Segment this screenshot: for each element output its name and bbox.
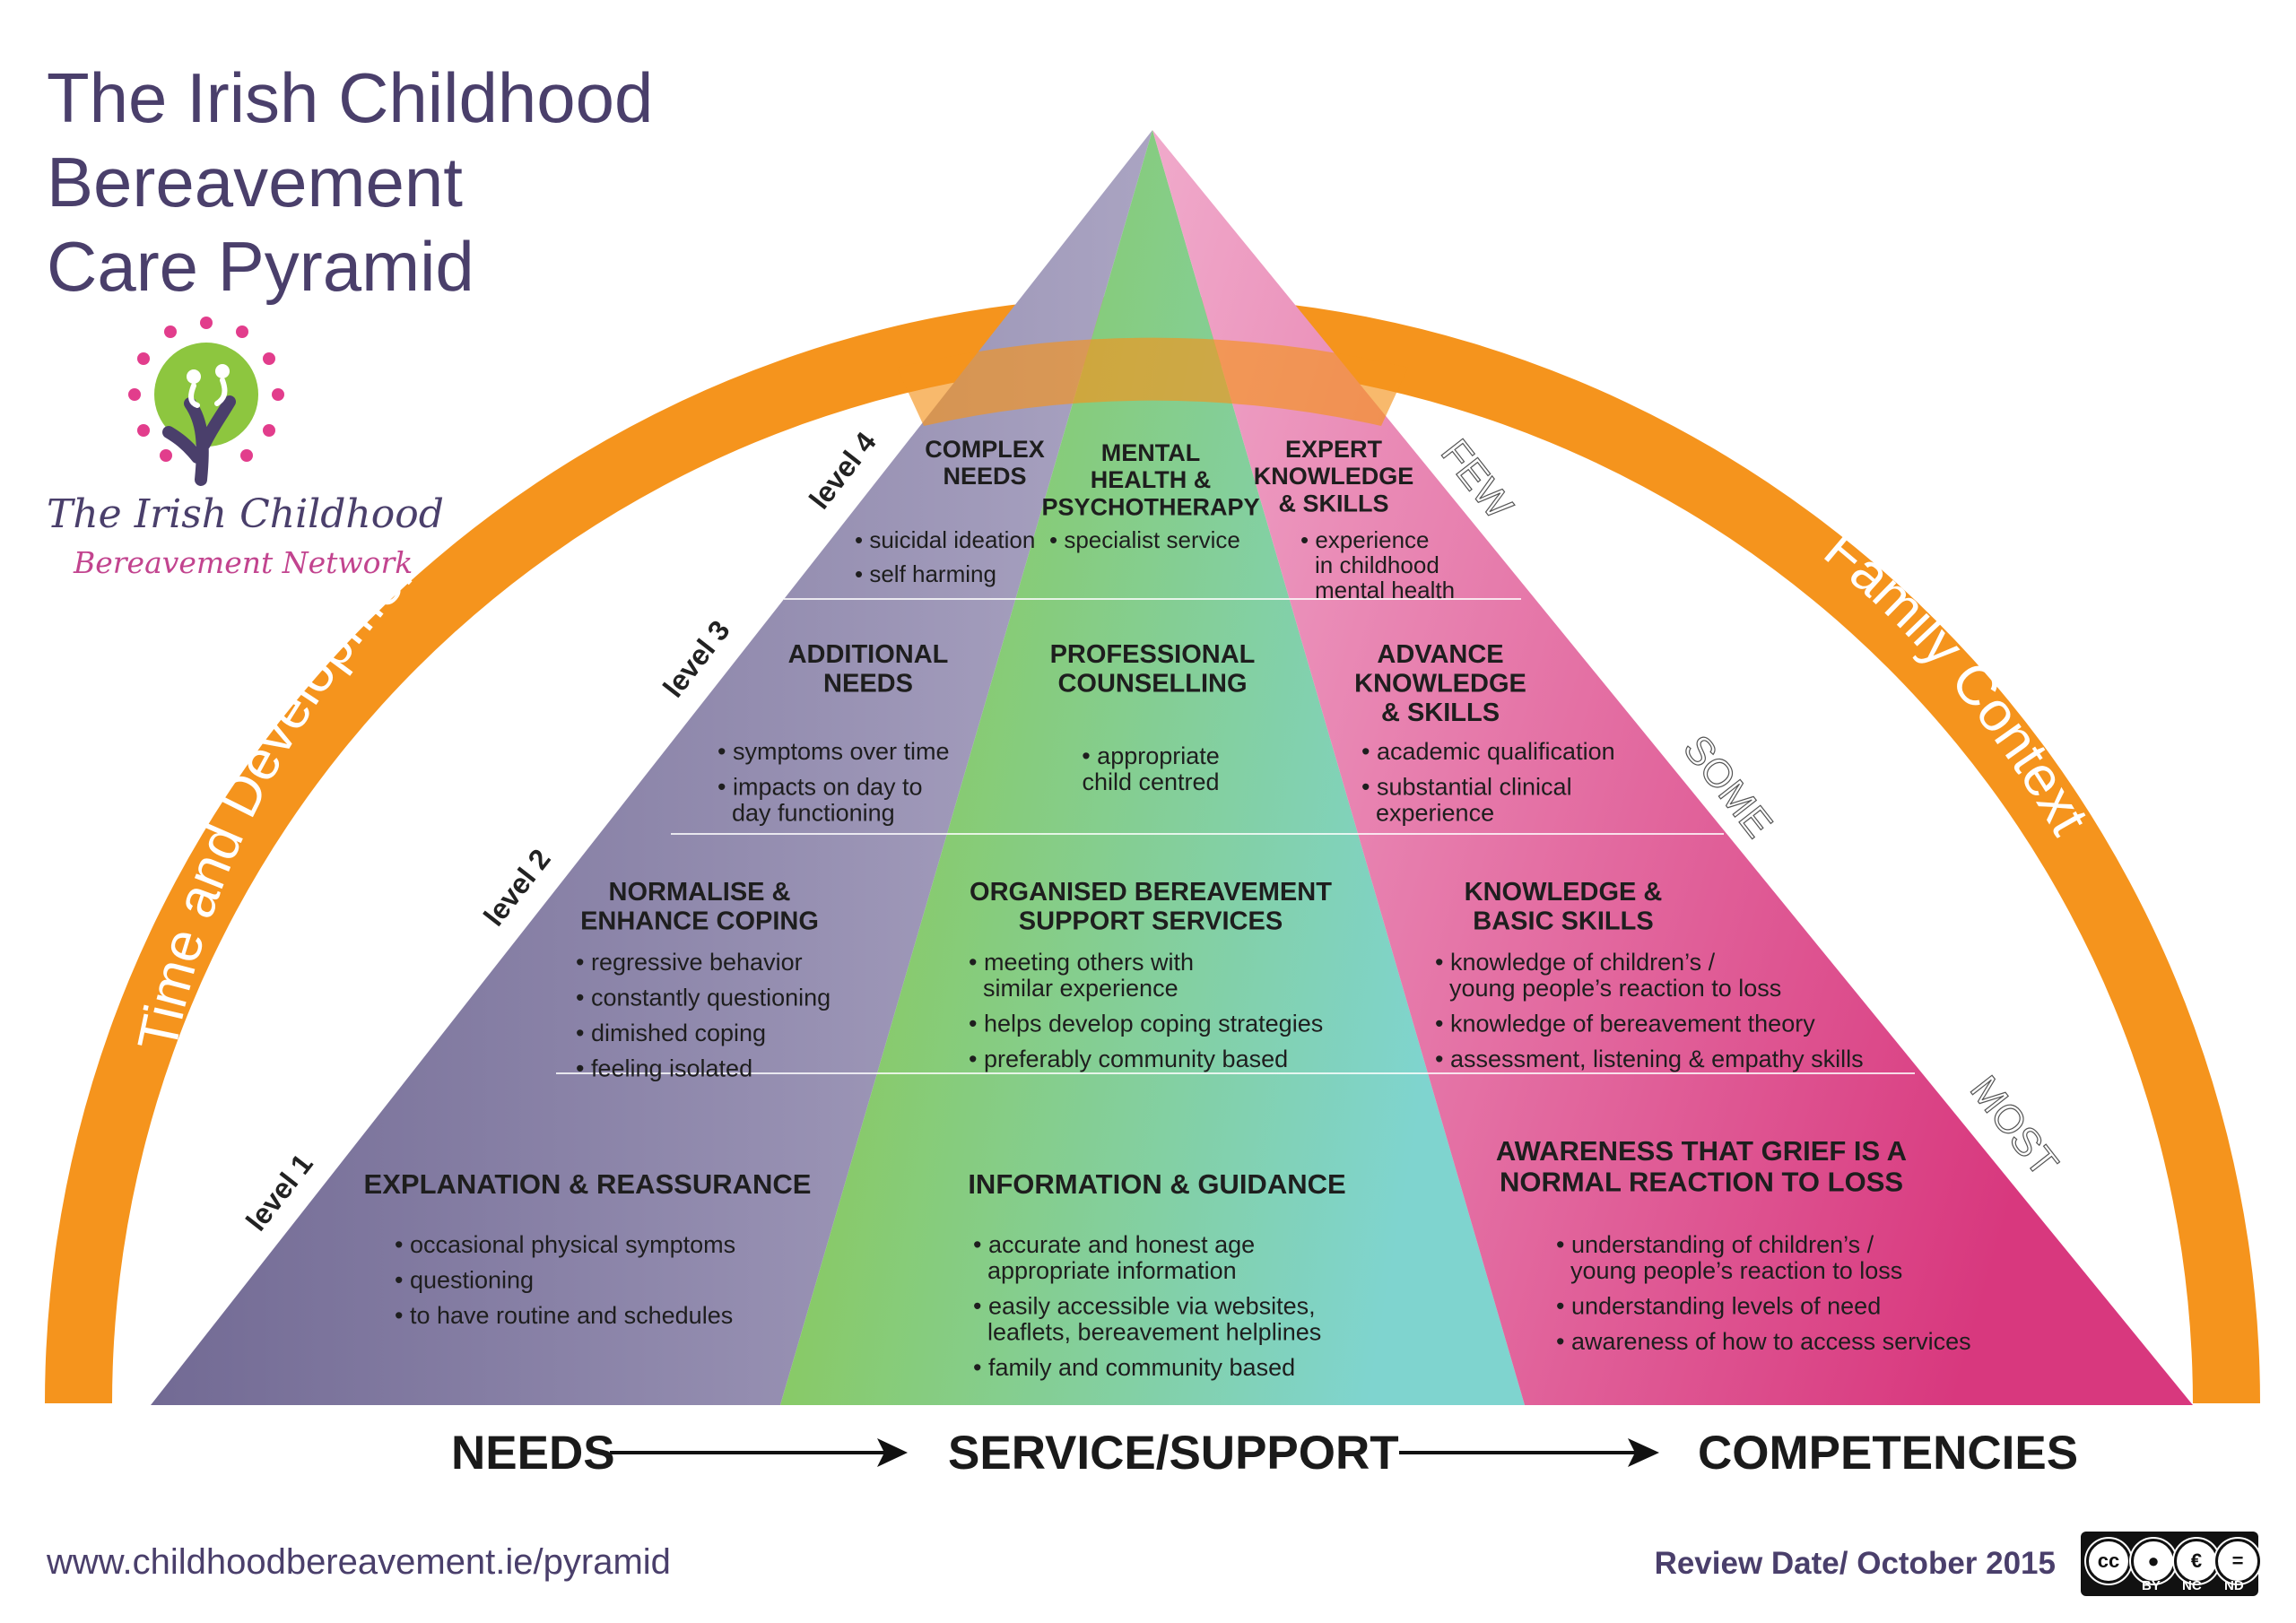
- competencies-bullet-level-1: • understanding levels of need: [1556, 1293, 1881, 1320]
- flow-label-needs: NEEDS: [451, 1427, 615, 1480]
- service-bullet-level-1: appropriate information: [987, 1257, 1237, 1284]
- service-bullet-level-4: • specialist service: [1049, 526, 1240, 553]
- cc-symbol: cc: [2086, 1539, 2131, 1584]
- needs-segment: [151, 130, 1152, 1405]
- needs-heading-level-3: ADDITIONAL: [788, 640, 949, 669]
- service-heading-level-4: HEALTH &: [1091, 466, 1212, 493]
- page-title: The Irish Childhood Bereavement Care Pyr…: [47, 56, 653, 308]
- competencies-heading-level-4: & SKILLS: [1278, 490, 1388, 516]
- service-heading-level-2: ORGANISED BEREAVEMENT: [970, 878, 1332, 907]
- needs-bullet-level-2: • dimished coping: [576, 1020, 766, 1046]
- service-bullet-level-2: • preferably community based: [969, 1046, 1288, 1072]
- needs-bullet-level-1: • questioning: [395, 1266, 534, 1293]
- competencies-heading-level-4: KNOWLEDGE: [1254, 463, 1414, 490]
- needs-bullet-level-1: • occasional physical symptoms: [395, 1231, 735, 1258]
- service-heading-level-1: INFORMATION & GUIDANCE: [968, 1168, 1345, 1200]
- needs-heading-level-2: NORMALISE &: [609, 878, 791, 907]
- flow-label-service: SERVICE/SUPPORT: [948, 1427, 1399, 1480]
- needs-bullet-level-4: • suicidal ideation: [855, 526, 1035, 553]
- needs-bullet-level-1: • to have routine and schedules: [395, 1302, 733, 1329]
- nd-icon: =: [2215, 1539, 2260, 1584]
- needs-heading-level-4: COMPLEX: [925, 436, 1045, 463]
- competencies-bullet-level-2: • knowledge of children’s /: [1435, 949, 1716, 976]
- pyramid-cells: EXPLANATION & REASSURANCE • occasional ph…: [364, 436, 1971, 1381]
- needs-heading-level-3: NEEDS: [823, 669, 913, 698]
- flow-label-competencies: COMPETENCIES: [1698, 1427, 2079, 1480]
- right-arrow-icon: [1399, 1438, 1659, 1467]
- service-heading-level-2: SUPPORT SERVICES: [1019, 907, 1283, 935]
- service-bullet-level-3: • appropriate: [1082, 742, 1220, 769]
- organization-name: The Irish Childhood: [47, 491, 444, 537]
- needs-bullet-level-3: day functioning: [732, 800, 895, 827]
- competencies-bullet-level-3: • substantial clinical: [1361, 773, 1572, 800]
- competencies-heading-level-3: ADVANCE: [1377, 640, 1503, 669]
- needs-bullet-level-2: • constantly questioning: [576, 984, 831, 1011]
- title-line: Care Pyramid: [47, 227, 474, 306]
- service-bullet-level-1: • accurate and honest age: [973, 1231, 1255, 1258]
- title-line: Bereavement: [47, 143, 463, 221]
- license-by: BY: [2142, 1578, 2161, 1593]
- needs-bullet-level-2: • feeling isolated: [576, 1055, 752, 1081]
- competencies-heading-level-1: NORMAL REACTION TO LOSS: [1500, 1167, 1903, 1198]
- service-heading-level-4: MENTAL: [1101, 439, 1200, 466]
- competencies-bullet-level-1: young people’s reaction to loss: [1570, 1257, 1902, 1284]
- review-date: Review Date/ October 2015: [1654, 1546, 2056, 1581]
- competencies-bullet-level-2: young people’s reaction to loss: [1449, 975, 1781, 1002]
- organization-subtitle: Bereavement Network: [74, 545, 413, 580]
- service-bullet-level-1: • easily accessible via websites,: [973, 1293, 1316, 1320]
- tree-with-dots-icon: [128, 317, 284, 486]
- needs-bullet-level-3: • impacts on day to: [718, 773, 923, 800]
- service-bullet-level-2: • helps develop coping strategies: [969, 1011, 1323, 1037]
- needs-heading-level-2: ENHANCE COPING: [580, 907, 819, 935]
- competencies-bullet-level-4: mental health: [1315, 577, 1455, 603]
- creative-commons-by-nc-nd-icon: cc ● € = BY NC ND: [2081, 1532, 2260, 1596]
- needs-bullet-level-3: • symptoms over time: [718, 738, 950, 765]
- competencies-heading-level-1: AWARENESS THAT GRIEF IS A: [1496, 1135, 1907, 1167]
- needs-bullet-level-2: • regressive behavior: [576, 949, 803, 976]
- competencies-bullet-level-4: in childhood: [1315, 551, 1439, 578]
- license-nc: NC: [2182, 1578, 2202, 1593]
- service-heading-level-4: PSYCHOTHERAPY: [1041, 493, 1259, 520]
- service-bullet-level-1: leaflets, bereavement helplines: [987, 1319, 1321, 1346]
- service-heading-level-3: COUNSELLING: [1057, 669, 1247, 698]
- competencies-heading-level-3: & SKILLS: [1381, 699, 1500, 727]
- competencies-bullet-level-3: experience: [1376, 800, 1494, 827]
- license-nd: ND: [2224, 1578, 2244, 1593]
- nc-icon: €: [2174, 1539, 2219, 1584]
- service-bullet-level-2: similar experience: [983, 975, 1178, 1002]
- competencies-bullet-level-1: • awareness of how to access services: [1556, 1328, 1971, 1355]
- by-icon: ●: [2131, 1539, 2176, 1584]
- service-segment: [780, 130, 1525, 1405]
- competencies-heading-level-2: BASIC SKILLS: [1473, 907, 1653, 935]
- competencies-segment: [1152, 130, 2193, 1405]
- competencies-bullet-level-4: • experience: [1300, 526, 1430, 553]
- competencies-bullet-level-2: • assessment, listening & empathy skills: [1435, 1046, 1864, 1072]
- needs-bullet-level-4: • self harming: [855, 560, 996, 587]
- service-bullet-level-1: • family and community based: [973, 1354, 1295, 1381]
- service-heading-level-3: PROFESSIONAL: [1050, 640, 1256, 669]
- needs-heading-level-1: EXPLANATION & REASSURANCE: [364, 1168, 812, 1200]
- right-arrow-icon: [610, 1438, 908, 1467]
- competencies-heading-level-4: EXPERT: [1285, 436, 1383, 463]
- needs-heading-level-4: NEEDS: [943, 463, 1026, 490]
- competencies-bullet-level-1: • understanding of children’s /: [1556, 1231, 1874, 1258]
- arch-overlay: [897, 337, 1408, 426]
- competencies-heading-level-3: KNOWLEDGE: [1354, 669, 1526, 698]
- service-bullet-level-2: • meeting others with: [969, 949, 1194, 976]
- competencies-bullet-level-2: • knowledge of bereavement theory: [1435, 1011, 1815, 1037]
- competencies-bullet-level-3: • academic qualification: [1361, 738, 1615, 765]
- title-line: The Irish Childhood: [47, 58, 654, 137]
- competencies-heading-level-2: KNOWLEDGE &: [1465, 878, 1663, 907]
- service-bullet-level-3: child centred: [1082, 768, 1219, 795]
- website-link[interactable]: www.childhoodbereavement.ie/pyramid: [47, 1542, 671, 1582]
